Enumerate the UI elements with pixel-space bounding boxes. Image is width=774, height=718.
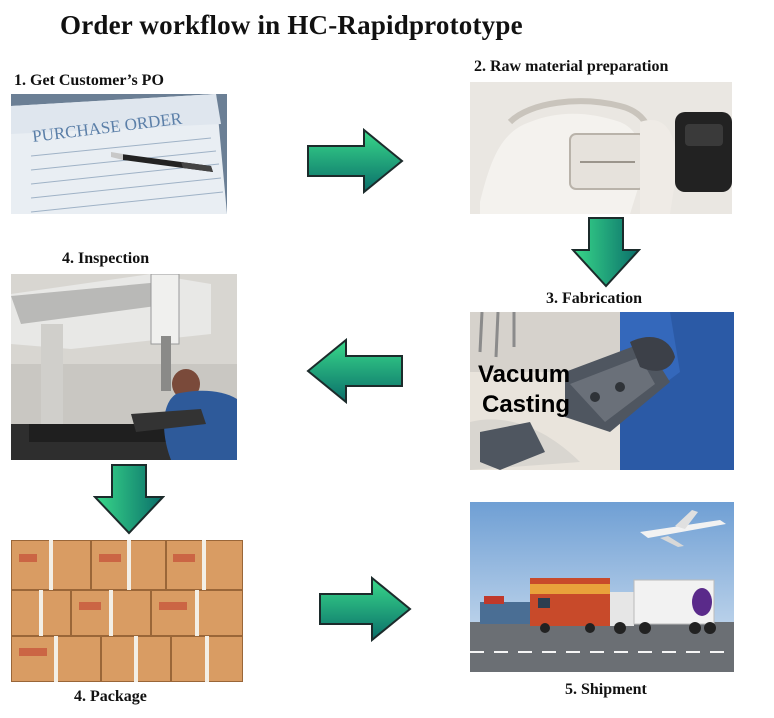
cmm-inspection-photo xyxy=(11,274,237,460)
arrow-down-4-to-package xyxy=(93,463,165,535)
raw-material-photo xyxy=(470,82,732,214)
package-boxes-photo xyxy=(11,540,243,682)
step-3-label: 3. Fabrication xyxy=(546,290,642,307)
arrow-right-package-to-shipment xyxy=(318,576,412,642)
step-4-inspection-label: 4. Inspection xyxy=(62,250,150,267)
step-5-label: 5. Shipment xyxy=(565,681,647,698)
vacuum-casting-photo: Vacuum Casting xyxy=(470,312,734,470)
arrow-left-3-to-4 xyxy=(306,338,404,404)
step-1-label: 1. Get Customer’s PO xyxy=(14,72,164,89)
arrow-right-1-to-2 xyxy=(306,128,404,194)
arrow-down-2-to-3 xyxy=(571,216,641,288)
shipment-transport-photo xyxy=(470,502,734,672)
step-2-label: 2. Raw material preparation xyxy=(474,58,669,75)
purchase-order-photo: PURCHASE ORDER xyxy=(11,94,227,214)
step-package-label: 4. Package xyxy=(74,688,147,705)
diagram-title: Order workflow in HC-Rapidprototype xyxy=(60,10,523,40)
vacuum-text: Vacuum xyxy=(478,361,570,388)
casting-text: Casting xyxy=(482,391,570,418)
